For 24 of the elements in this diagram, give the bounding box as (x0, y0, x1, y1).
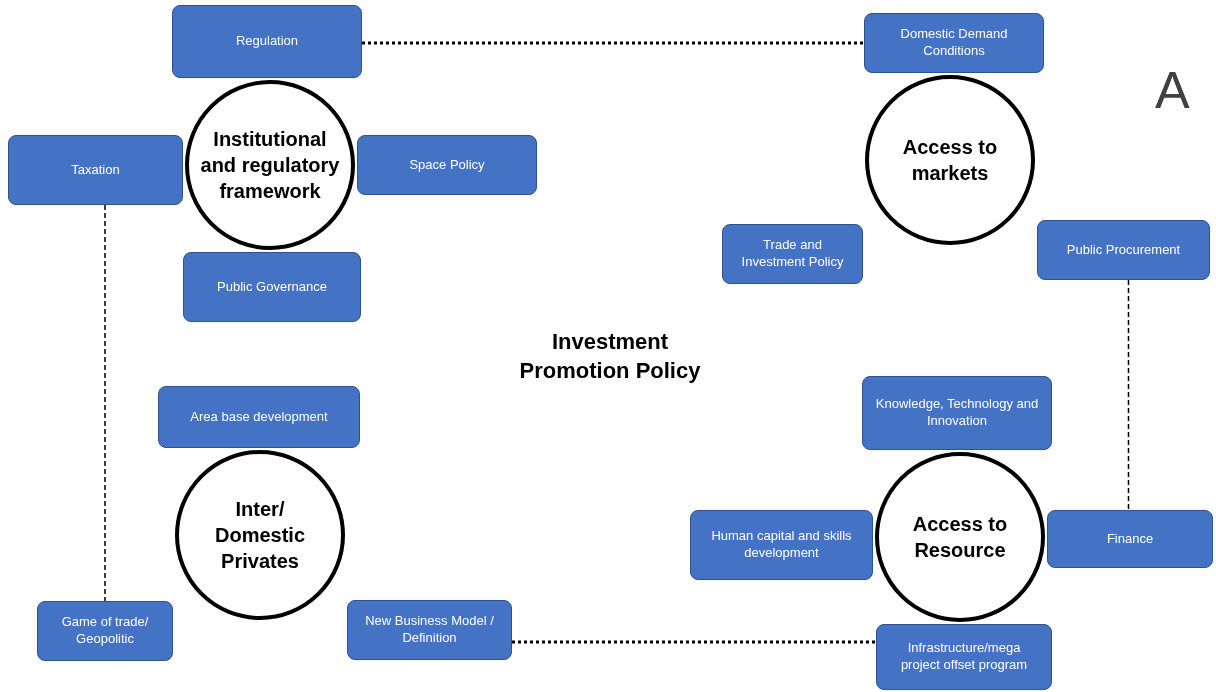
connector-line (362, 41, 864, 45)
center-title: Investment Promotion Policy (518, 328, 702, 385)
circle-title: Access to markets (901, 135, 999, 186)
panel-letter: A (1155, 60, 1191, 120)
factor-box: Infrastructure/mega project offset program (876, 624, 1052, 690)
connector-line (104, 204, 106, 602)
circle-title: Inter/ Domestic Privates (214, 497, 306, 574)
connector-line (1127, 279, 1130, 511)
factor-box: Domestic Demand Conditions (864, 13, 1044, 73)
factor-box: Public Procurement (1037, 220, 1210, 280)
circle-title: Institutional and regulatory framework (200, 127, 340, 204)
factor-box: Human capital and skills development (690, 510, 873, 580)
factor-box: Taxation (8, 135, 183, 205)
factor-box: Game of trade/ Geopolitic (37, 601, 173, 661)
factor-box: Regulation (172, 5, 362, 78)
factor-box: Trade and Investment Policy (722, 224, 863, 284)
connector-line (512, 640, 876, 644)
factor-box: Area base development (158, 386, 360, 448)
circle-title: Access to Resource (911, 512, 1009, 563)
factor-box: Knowledge, Technology and Innovation (862, 376, 1052, 450)
factor-box: Public Governance (183, 252, 361, 322)
factor-box: New Business Model / Definition (347, 600, 512, 660)
factor-box: Space Policy (357, 135, 537, 195)
factor-box: Finance (1047, 510, 1213, 568)
